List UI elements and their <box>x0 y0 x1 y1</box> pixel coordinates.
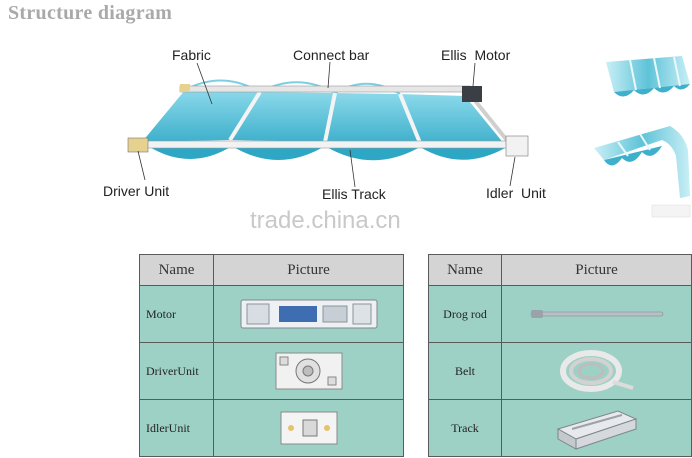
idler-unit-block <box>505 135 529 157</box>
column-header-picture: Picture <box>501 254 692 286</box>
table-row: Motor <box>139 285 404 343</box>
motor-box <box>462 86 482 102</box>
table-row: Track <box>428 399 692 457</box>
front-rail <box>129 140 521 149</box>
fabric-thumbnail-top <box>606 56 690 97</box>
drog-rod-icon <box>530 310 663 318</box>
belt-icon <box>559 350 634 392</box>
parts-table-left: Name Picture Motor DriverUnit <box>139 254 404 457</box>
part-name: DriverUnit <box>139 342 214 400</box>
parts-table-right: Name Picture Drog rod Belt Track <box>428 254 692 457</box>
part-name: Motor <box>139 285 214 343</box>
fabric-thumbnail-bottom <box>594 126 691 218</box>
table-row: Belt <box>428 342 692 400</box>
back-rail <box>179 85 471 93</box>
column-header-picture: Picture <box>213 254 404 286</box>
label-fabric: Fabric <box>172 47 211 63</box>
label-connect-bar: Connect bar <box>293 47 370 63</box>
motor-icon <box>240 299 377 329</box>
fabric-panel <box>400 94 505 145</box>
fabric-panel <box>325 93 420 143</box>
table-row: Drog rod <box>428 285 692 343</box>
page-title: Structure diagram <box>8 2 173 24</box>
part-name: Belt <box>428 342 502 400</box>
part-name: Drog rod <box>428 285 502 343</box>
driver-unit-block <box>127 137 149 153</box>
awning-illustration <box>127 79 529 161</box>
label-idler-unit: Idler Unit <box>486 185 546 201</box>
fabric-panel <box>230 92 335 142</box>
label-ellis-track: Ellis Track <box>322 186 387 202</box>
table-row: IdlerUnit <box>139 399 404 457</box>
driver-unit-icon <box>275 352 342 390</box>
watermark: trade.china.cn <box>250 207 401 234</box>
table-row: DriverUnit <box>139 342 404 400</box>
fabric-scallop <box>420 147 505 160</box>
part-name: IdlerUnit <box>139 399 214 457</box>
column-header-name: Name <box>428 254 502 286</box>
label-driver-unit: Driver Unit <box>103 183 169 199</box>
fabric-scallop <box>325 146 420 161</box>
part-name: Track <box>428 399 502 457</box>
fabric-scallop <box>232 146 325 160</box>
idler-unit-icon <box>280 411 337 445</box>
structure-diagram: Fabric Connect bar Ellis Motor Driver Un… <box>103 47 691 234</box>
fabric-panel <box>142 90 260 142</box>
fabric-scallop <box>148 146 232 159</box>
track-icon <box>556 410 637 450</box>
column-header-name: Name <box>139 254 214 286</box>
label-ellis-motor: Ellis Motor <box>441 47 511 63</box>
